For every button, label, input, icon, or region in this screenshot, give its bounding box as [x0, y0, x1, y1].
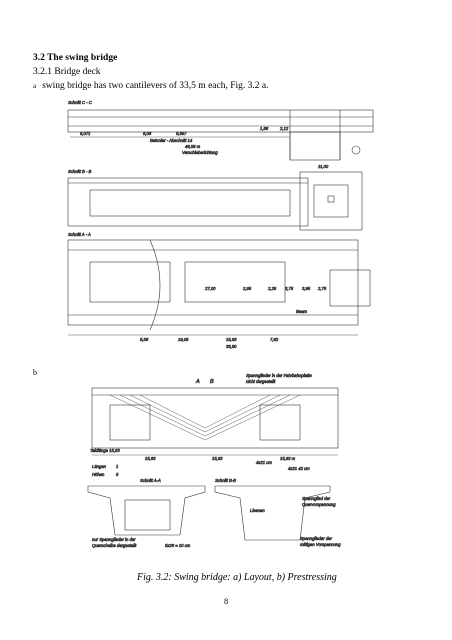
dim-4858: 48,58 m [185, 144, 201, 149]
annot-1563-a: 15,63 [145, 456, 156, 461]
dim-188: 1,88 [260, 126, 269, 131]
dim-2700: 27,00 [204, 286, 216, 291]
annot-spannglieder-der: Spannglieder der [300, 536, 333, 541]
body-text: swing bridge has two cantilevers of 33,5… [42, 81, 269, 91]
dim-275: 2,75 [317, 286, 327, 291]
section-aa-outline [67, 239, 359, 326]
annot-1563m: 15,63 m [280, 456, 296, 461]
dim-1100: 11,00 [318, 164, 329, 169]
elevation-outline [91, 387, 339, 449]
detail-marker [351, 145, 361, 155]
annot-5x26: 5x26 = 10 cm [165, 543, 191, 548]
annot-nur-spannglieder: nur Spannglieder in der [92, 537, 136, 542]
section-title: 3.2 The swing bridge [33, 53, 118, 63]
cross-section-aa [87, 485, 206, 536]
dim-1905: 19,05 [178, 337, 189, 342]
marker-a-top: A [195, 379, 200, 385]
annot-mittigen: mittigen Vorspannung [300, 542, 341, 547]
label-section-aa: Schnitt A - A [68, 232, 91, 237]
label-verschieberichtung: Verschieberichtung [182, 150, 218, 155]
subsection-title: 3.2.1 Bridge deck [33, 67, 101, 77]
annot-4x21-42: 4x21 42 cm [288, 466, 310, 471]
dim-212: 2,12 [279, 126, 289, 131]
annot-quervorspannung: Quervorspannung [302, 502, 336, 507]
dim-395: 3,95 [302, 286, 311, 291]
body-paragraph: a swing bridge has two cantilevers of 33,… [33, 81, 268, 91]
annot-taktlaenge: Taktlänge 15,63 [90, 448, 120, 453]
cross-section-bb [214, 485, 331, 541]
annot-1563-b: 15,63 [212, 456, 223, 461]
dim-3350: 33,50 [226, 344, 237, 349]
drawing-a: Schnitt C - C 8,071 8,08 8,657 1,88 2,12… [67, 100, 374, 349]
dim-8071: 8,071 [80, 131, 90, 136]
label-beam: Beam [296, 309, 307, 314]
dim-782: 7,82 [270, 337, 279, 342]
label-betonier: Betonier - Abschnitt 14 [150, 138, 193, 143]
label-b-section-aa: Schnitt A-A [140, 478, 161, 483]
label-b-section-bb: Schnitt B-B [215, 478, 236, 483]
marker-b-top: B [210, 379, 214, 385]
section-bb-outline [67, 177, 309, 227]
dim-375: 3,75 [285, 286, 294, 291]
annot-lisenen: Lisenen [250, 508, 265, 513]
annot-laengen: Längen [92, 464, 107, 469]
drawing-b: Spannglieder in der Fahrbahnplatte nicht… [87, 373, 342, 548]
annot-querscheibe: Querscheibe dargestellt [92, 543, 137, 548]
annot-scale-1: 1 [116, 464, 118, 469]
annot-spannglied-der: Spannglied der [302, 496, 331, 501]
annot-hoehen: Höhen [92, 472, 105, 477]
figure-marker-a: a [33, 82, 37, 90]
pier-plan [299, 171, 363, 231]
section-cc-outline [67, 109, 374, 133]
annot-spannglieder-fahrbahn: Spannglieder in der Fahrbahnplatte [246, 373, 312, 378]
label-section-bb: Schnitt B - B [68, 169, 91, 174]
dim-808: 8,08 [143, 131, 152, 136]
annot-scale-5: 5 [116, 472, 119, 477]
page-number: 8 [224, 596, 229, 606]
figure-panel-b-label: b [33, 368, 37, 377]
figure-caption: Fig. 3.2: Swing bridge: a) Layout, b) Pr… [137, 572, 337, 583]
dim-558: 5,58 [140, 337, 149, 342]
dim-295: 2,95 [242, 286, 252, 291]
annot-nicht-dargestellt: nicht dargestellt [246, 379, 276, 384]
dim-225: 2,25 [267, 286, 277, 291]
dim-8657: 8,657 [176, 131, 187, 136]
annot-4x21: 4x21 cm [256, 460, 272, 465]
label-section-cc: Schnitt C - C [68, 100, 93, 105]
dim-1563: 15,63 [226, 337, 237, 342]
